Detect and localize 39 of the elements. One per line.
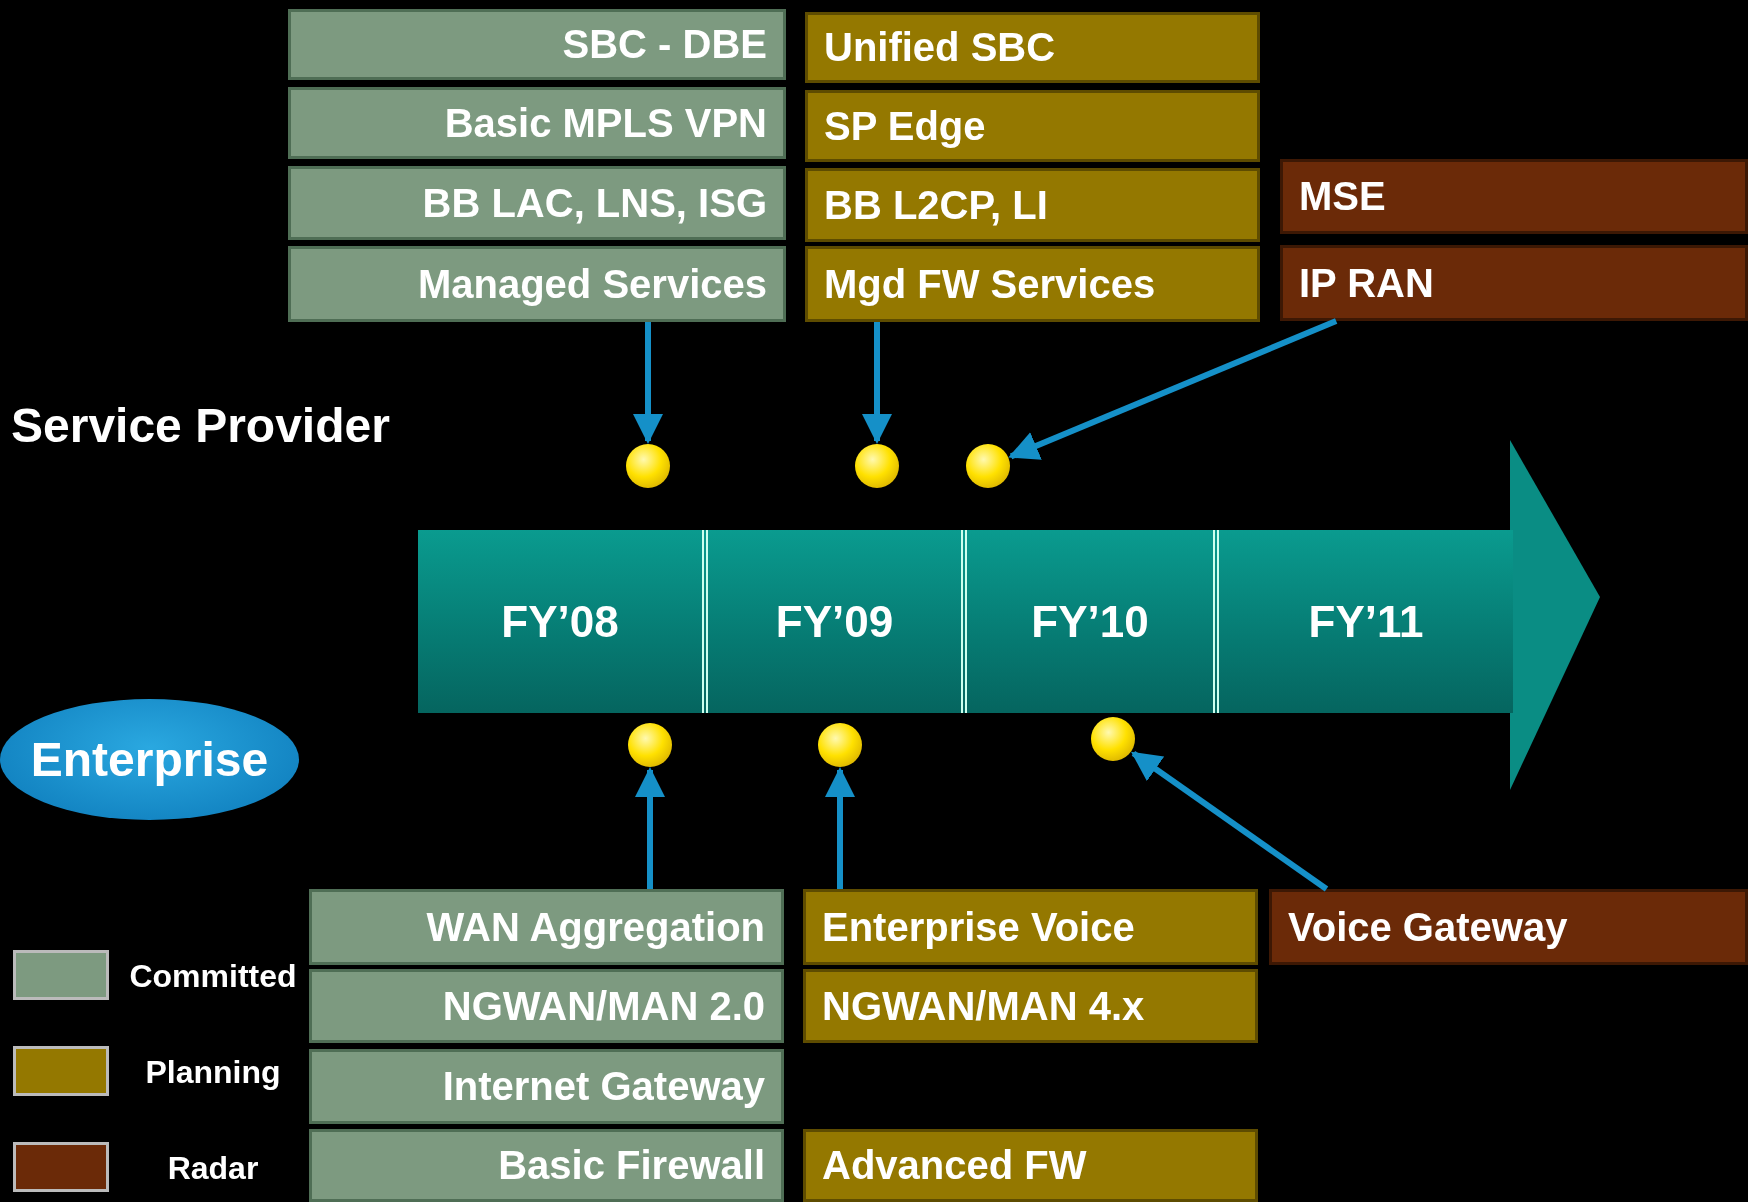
committed-box: SBC - DBE xyxy=(288,9,786,80)
timeline-segment: FY’10 xyxy=(961,530,1213,713)
radar-box: IP RAN xyxy=(1280,245,1748,321)
planning-box: SP Edge xyxy=(805,90,1260,162)
legend-label: Radar xyxy=(166,1150,260,1187)
timeline-segment: FY’11 xyxy=(1213,530,1513,713)
milestone-dot xyxy=(966,444,1010,488)
planning-box: Enterprise Voice xyxy=(803,889,1258,965)
radar-box: Voice Gateway xyxy=(1269,889,1748,965)
arrow xyxy=(1008,318,1338,460)
milestone-dot xyxy=(628,723,672,767)
committed-box: Managed Services xyxy=(288,246,786,322)
section-heading: Service Provider xyxy=(11,398,390,453)
arrow xyxy=(633,322,663,444)
arrow xyxy=(825,767,855,889)
arrow xyxy=(635,767,665,889)
committed-box: NGWAN/MAN 2.0 xyxy=(309,969,784,1043)
arrow xyxy=(862,322,892,444)
committed-box: BB LAC, LNS, ISG xyxy=(288,166,786,240)
timeline-segment: FY’09 xyxy=(702,530,961,713)
planning-box: NGWAN/MAN 4.x xyxy=(803,969,1258,1043)
planning-box: Advanced FW xyxy=(803,1129,1258,1202)
milestone-dot xyxy=(1091,717,1135,761)
committed-box: Internet Gateway xyxy=(309,1049,784,1124)
committed-box: WAN Aggregation xyxy=(309,889,784,965)
arrow xyxy=(1131,750,1329,892)
committed-box: Basic MPLS VPN xyxy=(288,87,786,159)
planning-box: Unified SBC xyxy=(805,12,1260,83)
radar-box: MSE xyxy=(1280,159,1748,234)
milestone-dot xyxy=(855,444,899,488)
timeline-segment: FY’08 xyxy=(418,530,702,713)
milestone-dot xyxy=(818,723,862,767)
legend-label: Committed xyxy=(128,958,298,995)
committed-box: Basic Firewall xyxy=(309,1129,784,1202)
planning-box: Mgd FW Services xyxy=(805,246,1260,322)
legend-label: Planning xyxy=(144,1054,282,1091)
milestone-dot xyxy=(626,444,670,488)
enterprise-ellipse: Enterprise xyxy=(0,699,299,820)
planning-box: BB L2CP, LI xyxy=(805,168,1260,242)
